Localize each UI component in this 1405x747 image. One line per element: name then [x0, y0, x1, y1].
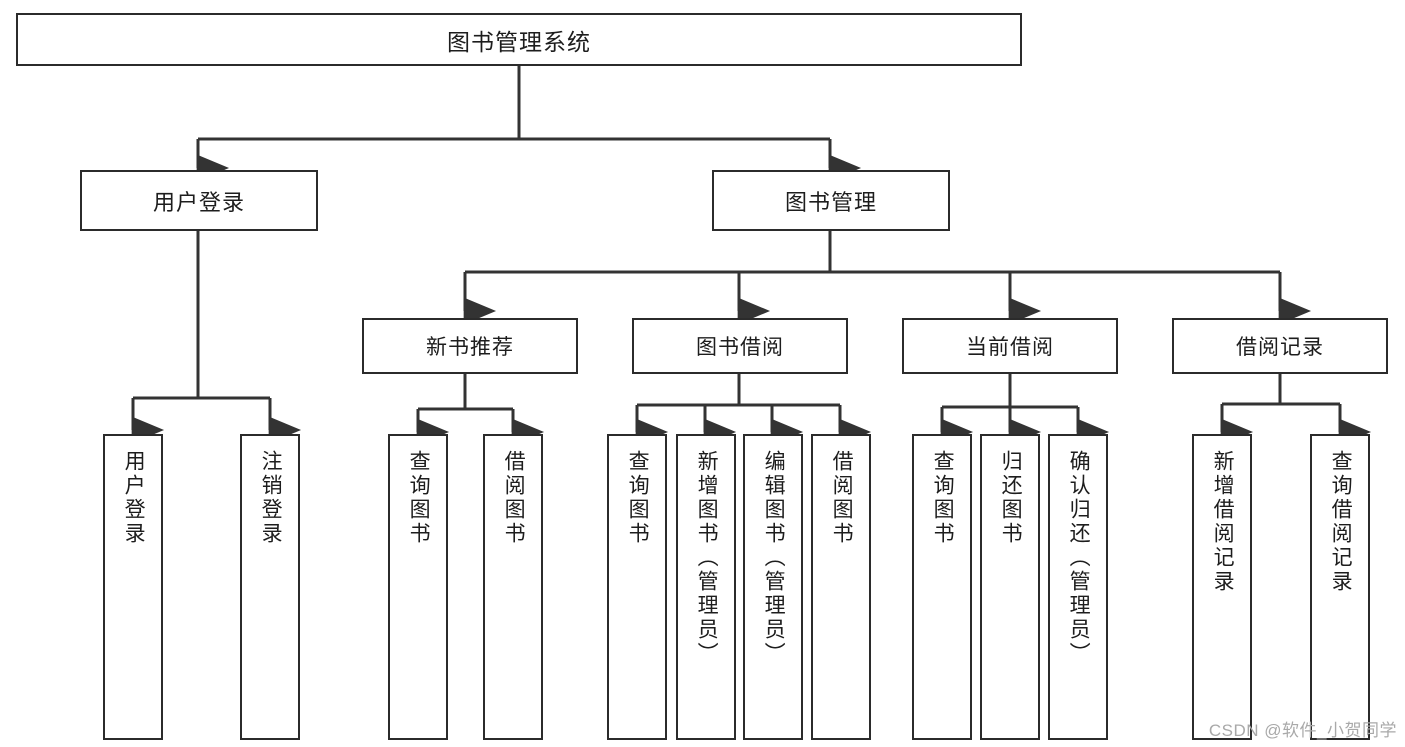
node-leaf-return-book[interactable]: 归还图书 [980, 434, 1040, 740]
node-current-borrow[interactable]: 当前借阅 [902, 318, 1118, 374]
node-label: 借阅记录 [1236, 336, 1324, 359]
node-leaf-query-book-borrow[interactable]: 查询图书 [607, 434, 667, 740]
node-label: 用户登录 [122, 450, 146, 546]
node-label: 查询借阅记录 [1329, 450, 1353, 594]
node-label: 查询图书 [626, 450, 650, 546]
node-leaf-add-borrow-record[interactable]: 新增借阅记录 [1192, 434, 1252, 740]
node-leaf-logout[interactable]: 注销登录 [240, 434, 300, 740]
node-book-borrow[interactable]: 图书借阅 [632, 318, 848, 374]
node-label: 图书管理系统 [447, 28, 591, 55]
node-label: 图书借阅 [696, 336, 784, 359]
node-leaf-borrow-book-newbook[interactable]: 借阅图书 [483, 434, 543, 740]
node-user-login[interactable]: 用户登录 [80, 170, 318, 231]
node-label: 借阅图书 [502, 450, 526, 546]
node-label: 查询图书 [407, 450, 431, 546]
node-leaf-edit-book-admin[interactable]: 编辑图书（管理员） [743, 434, 803, 740]
node-label: 用户登录 [152, 189, 245, 215]
node-label: 图书管理 [784, 189, 877, 215]
node-label: 编辑图书（管理员） [762, 450, 786, 666]
node-label: 新增借阅记录 [1211, 450, 1235, 594]
node-new-book-recommendation[interactable]: 新书推荐 [362, 318, 578, 374]
node-leaf-add-book-admin[interactable]: 新增图书（管理员） [676, 434, 736, 740]
node-label: 注销登录 [259, 450, 283, 546]
node-label: 新书推荐 [426, 336, 514, 359]
node-root-book-management-system[interactable]: 图书管理系统 [16, 13, 1022, 66]
node-leaf-confirm-return-admin[interactable]: 确认归还（管理员） [1048, 434, 1108, 740]
node-label: 查询图书 [931, 450, 955, 546]
node-borrow-record[interactable]: 借阅记录 [1172, 318, 1388, 374]
node-leaf-query-book-newbook[interactable]: 查询图书 [388, 434, 448, 740]
node-label: 借阅图书 [830, 450, 854, 546]
node-book-management[interactable]: 图书管理 [712, 170, 950, 231]
node-leaf-query-borrow-record[interactable]: 查询借阅记录 [1310, 434, 1370, 740]
node-leaf-user-login[interactable]: 用户登录 [103, 434, 163, 740]
node-leaf-query-book-current[interactable]: 查询图书 [912, 434, 972, 740]
node-label: 当前借阅 [966, 336, 1054, 359]
node-leaf-borrow-book[interactable]: 借阅图书 [811, 434, 871, 740]
node-label: 新增图书（管理员） [695, 450, 719, 666]
node-label: 确认归还（管理员） [1067, 450, 1091, 666]
csdn-watermark: CSDN @软件_小贺同学 [1208, 721, 1397, 740]
node-label: 归还图书 [999, 450, 1023, 546]
